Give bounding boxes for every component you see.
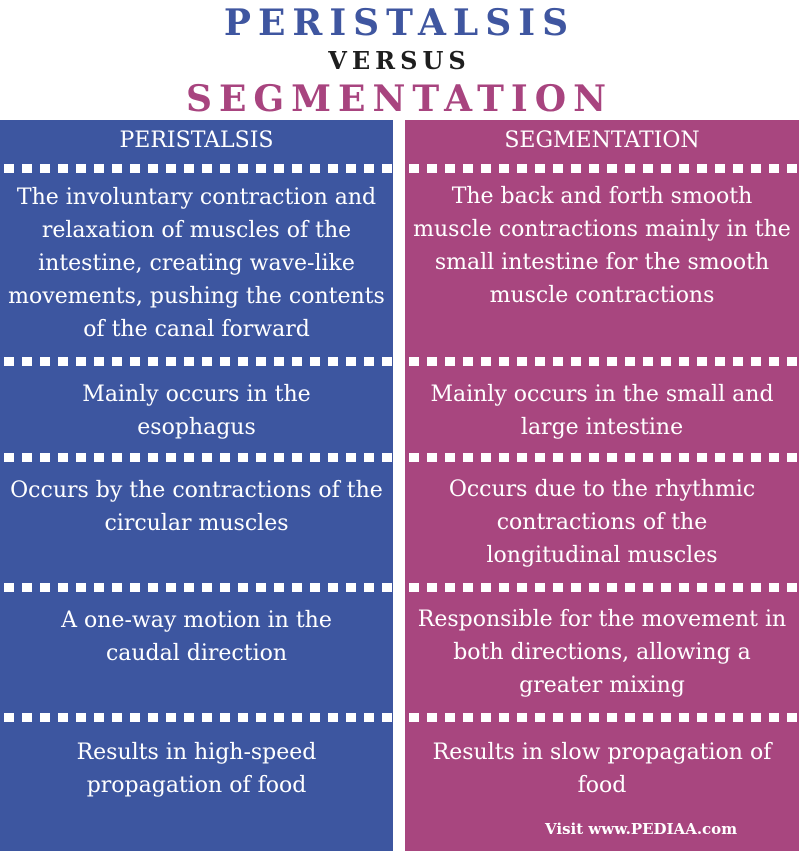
peristalsis-definition: The involuntary contraction and relaxati… — [8, 184, 385, 342]
peristalsis-direction: A one-way motion in the caudal direction — [61, 608, 332, 666]
row-divider — [0, 453, 393, 462]
row-divider — [405, 164, 799, 173]
row-divider — [0, 164, 393, 173]
row-divider — [0, 583, 393, 592]
segmentation-mechanism: Occurs due to the rhythmic contractions … — [448, 477, 756, 568]
row-divider — [405, 713, 799, 722]
segmentation-definition: The back and forth smooth muscle contrac… — [413, 183, 791, 308]
row-divider — [0, 713, 393, 722]
title-peristalsis: PERISTALSIS — [223, 2, 576, 44]
title-versus: VERSUS — [328, 46, 471, 75]
segmentation-location: Mainly occurs in the small and large int… — [430, 382, 774, 440]
peristalsis-column: PERISTALSIS The involuntary contraction … — [0, 120, 393, 851]
row-divider — [405, 357, 799, 366]
segmentation-direction: Responsible for the movement in both dir… — [417, 607, 787, 698]
row-divider — [405, 453, 799, 462]
title-segmentation: SEGMENTATION — [185, 78, 614, 120]
peristalsis-location: Mainly occurs in the esophagus — [82, 382, 311, 440]
peristalsis-propagation: Results in high-speed propagation of foo… — [76, 740, 317, 798]
row-divider — [405, 583, 799, 592]
row-divider — [0, 357, 393, 366]
segmentation-heading: SEGMENTATION — [504, 127, 700, 153]
peristalsis-heading: PERISTALSIS — [119, 127, 274, 153]
segmentation-propagation: Results in slow propagation of food — [432, 740, 772, 798]
source-credit: Visit www.PEDIAA.com — [545, 820, 738, 838]
segmentation-column: SEGMENTATION The back and forth smooth m… — [405, 120, 799, 851]
peristalsis-mechanism: Occurs by the contractions of the circul… — [10, 478, 383, 536]
